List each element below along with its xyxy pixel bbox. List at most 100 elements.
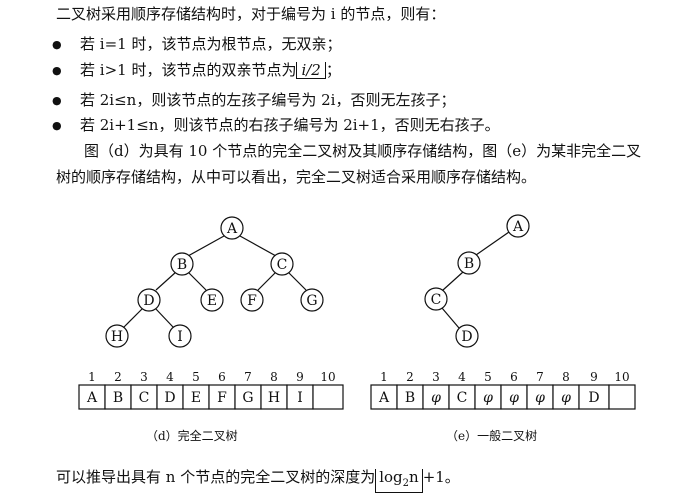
tree-e-nodes: A B C D xyxy=(424,214,530,348)
edge-d-i xyxy=(154,307,174,328)
array-d-index: 4 xyxy=(166,370,174,384)
edge-eb-ec xyxy=(442,271,464,291)
enode-b-label: B xyxy=(464,256,474,272)
array-d-index: 8 xyxy=(270,370,278,384)
paragraph-line-2: 树的顺序存储结构，从中可以看出，完全二叉树适合采用顺序存储结构。 xyxy=(56,168,537,186)
array-d-value: C xyxy=(139,390,150,406)
array-d-cell xyxy=(234,384,262,410)
array-d-cell xyxy=(260,384,288,410)
rule-parent-text: 若 i>1 时，该节点的双亲节点为 xyxy=(80,61,297,79)
array-d-value: G xyxy=(242,390,253,406)
bullet-dot: ● xyxy=(52,119,62,132)
edge-c-g xyxy=(287,271,307,291)
array-e-cells xyxy=(370,384,636,410)
array-e-index: 1 xyxy=(380,370,388,384)
intro-text: 二叉树采用顺序存储结构时，对于编号为 i 的节点，则有： xyxy=(56,5,446,23)
array-e-value: C xyxy=(457,390,468,406)
bullet-dot: ● xyxy=(52,38,62,51)
node-a xyxy=(220,216,244,240)
array-e-cell xyxy=(474,384,502,410)
node-e xyxy=(200,288,224,312)
array-d-cell xyxy=(78,384,106,410)
array-e-index: 9 xyxy=(590,370,598,384)
depth-text: 可以推导出具有 n 个节点的完全二叉树的深度为 xyxy=(56,468,376,486)
rule-left-child-text: 若 2i≤n，则该节点的左孩子编号为 2i，否则无左孩子； xyxy=(80,91,456,109)
node-h xyxy=(105,324,129,348)
array-d-value: B xyxy=(113,390,123,406)
rule-right-child: ● 若 2i+1≤n，则该节点的右孩子编号为 2i+1，否则无右孩子。 xyxy=(52,115,500,136)
node-b xyxy=(170,252,194,276)
array-d-value: F xyxy=(217,390,227,406)
edge-a-c xyxy=(239,235,277,257)
log-word: log xyxy=(379,468,403,486)
array-e-cell xyxy=(608,384,636,410)
node-g-label: G xyxy=(306,293,317,309)
bullet-dot: ● xyxy=(52,64,62,77)
floor-expression: i/2 xyxy=(296,62,326,79)
array-e-value: φ xyxy=(509,390,519,406)
array-d-value: A xyxy=(86,390,98,406)
log-arg: n xyxy=(409,468,419,486)
log-floor-expression: log2n xyxy=(375,468,423,493)
array-d-indices: 1 2 3 4 5 6 7 8 9 10 xyxy=(88,370,335,384)
enode-c-label: C xyxy=(431,292,442,308)
array-e-index: 7 xyxy=(536,370,544,384)
array-e-value: A xyxy=(378,390,390,406)
array-e-cell xyxy=(396,384,424,410)
enode-d-label: D xyxy=(461,329,472,345)
paragraph-line-1: 图（d）为具有 10 个节点的完全二叉树及其顺序存储结构，图（e）为某非完全二叉 xyxy=(84,142,642,160)
array-d-index: 5 xyxy=(192,370,200,384)
array-e-value: φ xyxy=(431,390,441,406)
edge-b-e xyxy=(187,271,207,291)
rule-right-child-text: 若 2i+1≤n，则该节点的右孩子编号为 2i+1，否则无右孩子。 xyxy=(80,116,500,134)
rule-root: ● 若 i=1 时，该节点为根节点，无双亲； xyxy=(52,34,341,55)
enode-a-label: A xyxy=(512,219,524,235)
node-g xyxy=(300,288,324,312)
enode-b xyxy=(457,251,481,275)
node-e-label: E xyxy=(207,293,217,309)
array-d-index: 1 xyxy=(88,370,96,384)
caption-e: （e）一般二叉树 xyxy=(446,429,538,443)
array-d-values: A B C D E F G H I xyxy=(86,390,303,406)
node-d-label: D xyxy=(143,293,154,309)
array-e-values: A B φ C φ φ φ φ D xyxy=(378,390,600,406)
depth-suffix: +1。 xyxy=(422,468,460,486)
tree-d-edges xyxy=(123,235,307,328)
array-e-value: B xyxy=(405,390,415,406)
rule-root-text: 若 i=1 时，该节点为根节点，无双亲； xyxy=(80,35,342,53)
array-d-value: H xyxy=(268,390,280,406)
caption-d: （d）完全二叉树 xyxy=(146,429,238,443)
node-f xyxy=(240,288,264,312)
edge-a-b xyxy=(187,235,225,257)
bullet-dot: ● xyxy=(52,94,62,107)
array-e-index: 4 xyxy=(458,370,466,384)
array-d-index: 9 xyxy=(296,370,304,384)
edge-ec-ed xyxy=(441,307,460,329)
array-d-index: 6 xyxy=(218,370,226,384)
node-h-label: H xyxy=(111,329,123,345)
array-d-cell xyxy=(312,384,344,410)
array-e-value: φ xyxy=(535,390,545,406)
array-e-value: φ xyxy=(483,390,493,406)
rule-left-child: ● 若 2i≤n，则该节点的左孩子编号为 2i，否则无左孩子； xyxy=(52,90,455,111)
tree-d-nodes: A B C D E F G H I xyxy=(105,216,324,348)
node-c xyxy=(270,252,294,276)
enode-c xyxy=(424,287,448,311)
array-e-value: D xyxy=(588,390,599,406)
array-e-cell xyxy=(448,384,476,410)
array-d-value: D xyxy=(164,390,175,406)
node-f-label: F xyxy=(247,293,257,309)
node-d xyxy=(137,288,161,312)
node-i-label: I xyxy=(177,329,183,345)
edge-d-h xyxy=(123,307,144,328)
array-e-cell xyxy=(552,384,580,410)
array-d-value: E xyxy=(191,390,201,406)
array-d-index: 7 xyxy=(244,370,252,384)
array-e-cell xyxy=(500,384,528,410)
log-base: 2 xyxy=(402,478,410,489)
array-e-index: 8 xyxy=(562,370,570,384)
edge-b-d xyxy=(155,271,177,291)
array-d-index: 10 xyxy=(320,370,335,384)
